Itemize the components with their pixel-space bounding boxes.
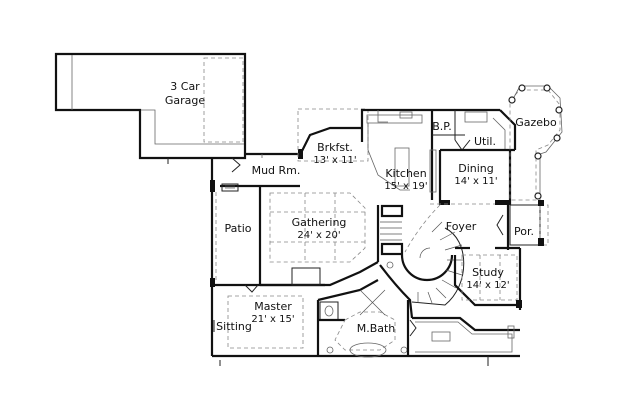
dims-gathering: 24' x 20'	[297, 230, 340, 241]
label-dining: Dining	[458, 162, 494, 175]
dims-brkfst: 13' x 11'	[313, 155, 356, 166]
stair-area	[379, 204, 465, 319]
room-labels: 3 Car Garage Mud Rm. Brkfst. 13' x 11' K…	[165, 80, 557, 335]
dims-master: 21' x 15'	[251, 314, 294, 325]
label-foyer: Foyer	[446, 220, 477, 233]
garage-area	[54, 52, 247, 164]
study-area	[453, 246, 522, 310]
label-study: Study	[472, 266, 504, 279]
label-patio: Patio	[225, 222, 252, 235]
label-brkfst: Brkfst.	[317, 141, 353, 154]
label-kitchen: Kitchen	[385, 167, 426, 180]
label-gathering: Gathering	[292, 216, 347, 229]
kitchen-area	[297, 108, 437, 200]
label-garage-line2: Garage	[165, 94, 206, 107]
label-mbath: M.Bath	[357, 322, 396, 335]
label-mud-room: Mud Rm.	[252, 164, 301, 177]
label-bp: B.P.	[432, 120, 451, 133]
dims-study: 14' x 12'	[466, 280, 509, 291]
master-bath-area	[316, 289, 417, 358]
label-garage: 3 Car	[170, 80, 200, 93]
porch-area	[496, 200, 549, 250]
label-porch: Por.	[514, 225, 534, 238]
gazebo-area	[508, 84, 563, 201]
label-sitting: Sitting	[216, 320, 252, 333]
closet-area	[412, 316, 520, 353]
dims-kitchen: 15' x 19'	[384, 181, 427, 192]
dims-dining: 14' x 11'	[454, 176, 497, 187]
label-util: Util.	[474, 135, 496, 148]
label-gazebo: Gazebo	[515, 116, 557, 129]
label-master: Master	[254, 300, 292, 313]
gathering-area	[260, 192, 380, 287]
